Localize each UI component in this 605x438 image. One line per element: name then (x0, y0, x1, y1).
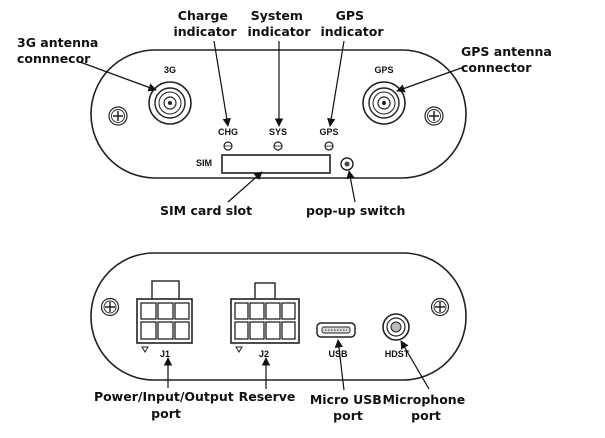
callout-micro-usb: Micro USB port (310, 392, 386, 423)
led-sys-label: SYS (269, 127, 287, 137)
callout-microphone: Microphone port (382, 392, 469, 423)
callout-gps-antenna: GPS antenna connector (461, 44, 556, 75)
callout-system-line1: System (251, 8, 303, 23)
antenna-3g-connector-icon (148, 81, 192, 125)
callout-microphone-line2: port (411, 408, 441, 423)
callout-popup-switch: pop-up switch (306, 203, 405, 218)
hdst-label: HDST (385, 349, 410, 359)
top-left-screw-icon (108, 106, 128, 126)
sim-label: SIM (196, 158, 212, 168)
callout-gps-antenna-line1: GPS antenna (461, 44, 552, 59)
callout-micro-usb-line1: Micro USB (310, 392, 382, 407)
j1-label: J1 (160, 349, 170, 359)
callout-power-port: Power/Input/Output port (94, 389, 238, 421)
arrow-gps-indicator (327, 40, 345, 127)
led-gps-label: GPS (319, 127, 338, 137)
microphone-jack-icon (382, 313, 410, 341)
j2-connector-icon (230, 282, 300, 353)
callout-microphone-line1: Microphone (382, 392, 465, 407)
top-right-screw-icon (424, 106, 444, 126)
antenna-3g-label: 3G (164, 65, 176, 75)
bottom-right-screw-icon (430, 297, 450, 317)
micro-usb-port-icon (316, 322, 356, 338)
callout-reserve: Reserve (239, 389, 296, 404)
callout-antenna-3g-line2: connnecor (17, 51, 91, 66)
popup-switch-icon (340, 157, 354, 171)
callout-system: System indicator (248, 8, 312, 39)
callout-system-line2: indicator (248, 24, 312, 39)
j2-label: J2 (259, 349, 269, 359)
callout-charge-line2: indicator (174, 24, 238, 39)
arrow-sim-slot (227, 171, 263, 203)
sim-card-slot (221, 154, 331, 174)
callout-gps-indicator: GPS indicator (321, 8, 385, 39)
arrow-antenna-3g (79, 61, 157, 92)
led-chg-label: CHG (218, 127, 238, 137)
callout-micro-usb-line2: port (333, 408, 363, 423)
arrow-gps-antenna (396, 66, 465, 93)
antenna-gps-label: GPS (374, 65, 393, 75)
arrow-micro-usb (334, 339, 345, 391)
j1-connector-icon (136, 280, 193, 353)
callout-charge: Charge indicator (174, 8, 238, 39)
arrow-popup-switch (346, 170, 356, 203)
usb-label: USB (328, 349, 348, 359)
led-chg-indicator-icon (223, 141, 233, 151)
arrow-charge (213, 40, 231, 127)
bottom-panel: J1 J2 USB HDST (90, 252, 467, 381)
callout-gps-indicator-line2: indicator (321, 24, 385, 39)
callout-antenna-3g-line1: 3G antenna (17, 35, 98, 50)
arrow-microphone (400, 340, 430, 390)
callout-power-port-line1: Power/Input/Output (94, 389, 234, 404)
led-sys-indicator-icon (273, 141, 283, 151)
callout-sim-slot: SIM card slot (160, 203, 252, 218)
callout-gps-indicator-line1: GPS (336, 8, 364, 23)
led-gps-indicator-icon (324, 141, 334, 151)
callout-charge-line1: Charge (178, 8, 228, 23)
callout-antenna-3g: 3G antenna connnecor (17, 35, 103, 66)
callout-power-port-line2: port (151, 406, 181, 421)
antenna-gps-connector-icon (362, 81, 406, 125)
callout-gps-antenna-line2: connector (461, 60, 532, 75)
bottom-left-screw-icon (100, 297, 120, 317)
